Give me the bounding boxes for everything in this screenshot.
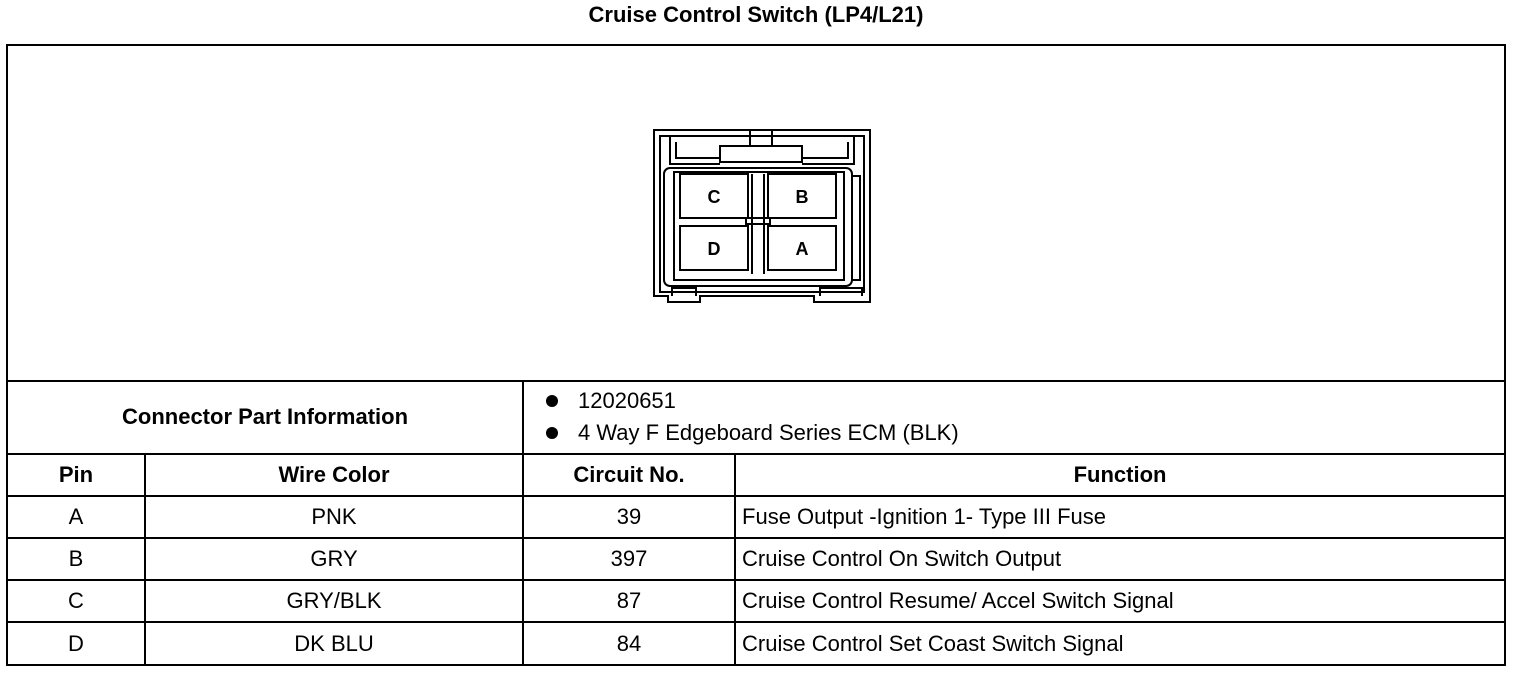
pin-cell-a	[767, 225, 837, 271]
function-cell: Cruise Control Resume/ Accel Switch Sign…	[734, 579, 1505, 623]
pin-label-b: B	[796, 187, 809, 207]
pin-cell: A	[8, 495, 146, 539]
table-header-row: Pin Wire Color Circuit No. Function	[8, 453, 1505, 497]
column-header-circuit: Circuit No.	[522, 453, 737, 497]
connector-inner-outline	[659, 135, 865, 293]
pin-label-d: D	[708, 239, 721, 259]
table-row: B GRY 397 Cruise Control On Switch Outpu…	[8, 537, 1505, 581]
circuit-cell: 397	[522, 537, 737, 581]
pin-cell: D	[8, 621, 146, 664]
column-header-function: Function	[734, 453, 1505, 497]
page-title: Cruise Control Switch (LP4/L21)	[588, 2, 924, 27]
bullet-icon	[546, 426, 559, 439]
pin-label-c: C	[708, 187, 721, 207]
column-header-pin: Pin	[8, 453, 146, 497]
wire-color-cell: PNK	[143, 495, 525, 539]
connector-diagram-area: C B D A	[8, 46, 1504, 382]
circuit-cell: 87	[522, 579, 737, 623]
wire-color-cell: GRY/BLK	[143, 579, 525, 623]
pin-cell-d	[679, 225, 749, 271]
circuit-cell: 39	[522, 495, 737, 539]
connector-sheet: C B D A Connector Part Information 12020…	[6, 44, 1506, 666]
pin-cell-c	[679, 173, 749, 219]
part-info-item: 4 Way F Edgeboard Series ECM (BLK)	[546, 417, 1504, 449]
wire-color-cell: GRY	[143, 537, 525, 581]
pinout-table: Connector Part Information 12020651 4 Wa…	[8, 380, 1505, 664]
connector-housing-outline	[653, 129, 871, 303]
connector-latch-tab	[749, 129, 773, 147]
pin-cell: C	[8, 579, 146, 623]
pin-cell-b	[767, 173, 837, 219]
part-info-label: Connector Part Information	[8, 380, 525, 455]
table-row: C GRY/BLK 87 Cruise Control Resume/ Acce…	[8, 579, 1505, 623]
circuit-cell: 84	[522, 621, 737, 664]
part-info-item: 12020651	[546, 385, 1504, 417]
column-header-wire-color: Wire Color	[143, 453, 525, 497]
connector-cavity-block	[663, 167, 853, 287]
wire-color-cell: DK BLU	[143, 621, 525, 664]
part-info-list: 12020651 4 Way F Edgeboard Series ECM (B…	[522, 380, 1505, 455]
function-cell: Cruise Control Set Coast Switch Signal	[734, 621, 1505, 664]
bullet-icon	[546, 394, 559, 407]
pin-label-a: A	[796, 239, 809, 259]
pin-cell: B	[8, 537, 146, 581]
connector-face-diagram: C B D A	[653, 129, 871, 303]
function-cell: Cruise Control On Switch Output	[734, 537, 1505, 581]
function-cell: Fuse Output -Ignition 1- Type III Fuse	[734, 495, 1505, 539]
connector-latch	[719, 145, 803, 163]
part-info-row: Connector Part Information 12020651 4 Wa…	[8, 380, 1505, 455]
table-row: A PNK 39 Fuse Output -Ignition 1- Type I…	[8, 495, 1505, 539]
table-row: D DK BLU 84 Cruise Control Set Coast Swi…	[8, 621, 1505, 664]
